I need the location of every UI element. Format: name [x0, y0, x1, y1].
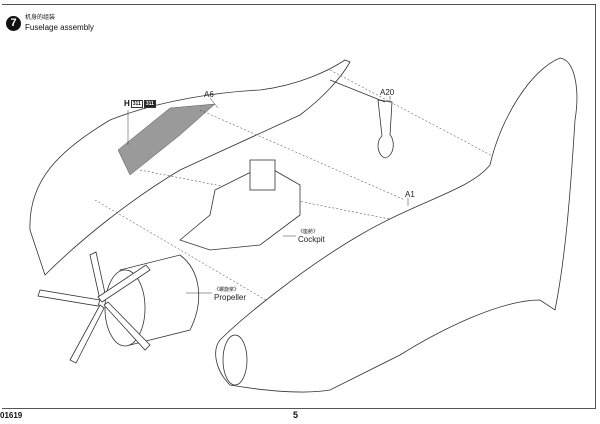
cockpit-label-cn: 《座舱》: [298, 229, 319, 235]
part-label-a1: A1: [405, 190, 415, 199]
cockpit-callout: 《座舱》 Cockpit: [298, 229, 325, 244]
cockpit-seat: [249, 159, 276, 191]
cockpit-label-en: Cockpit: [298, 235, 325, 244]
propeller-callout: 《螺旋桨》 Propeller: [214, 287, 246, 302]
cockpit-interior-shading: [117, 103, 216, 176]
h-part-marker: H 311 311: [124, 99, 156, 108]
fuselage-left-half: [29, 59, 351, 276]
step-header: 7 机身的组装 Fuselage assembly: [6, 14, 94, 32]
h-marker-letter: H: [124, 99, 130, 108]
kit-code: 01619: [0, 411, 23, 420]
engine-cowl-opening: [222, 334, 248, 386]
page-number: 5: [293, 410, 299, 420]
landing-gear-a20: [377, 99, 394, 159]
h-code-box-1: 311: [130, 99, 143, 108]
part-label-a20: A20: [380, 88, 395, 97]
step-title-cn: 机身的组装: [25, 15, 56, 21]
step-title-en: Fuselage assembly: [25, 23, 94, 32]
part-label-a6: A6: [204, 90, 214, 99]
h-code-box-2: 311: [143, 99, 156, 108]
step-number-badge: 7: [6, 15, 21, 31]
fuselage-right-half: [215, 57, 578, 393]
propeller-label-en: Propeller: [214, 293, 247, 302]
propeller-blades: [37, 251, 151, 364]
cockpit-tub: [179, 164, 301, 251]
propeller-label-cn: 《螺旋桨》: [214, 287, 240, 293]
